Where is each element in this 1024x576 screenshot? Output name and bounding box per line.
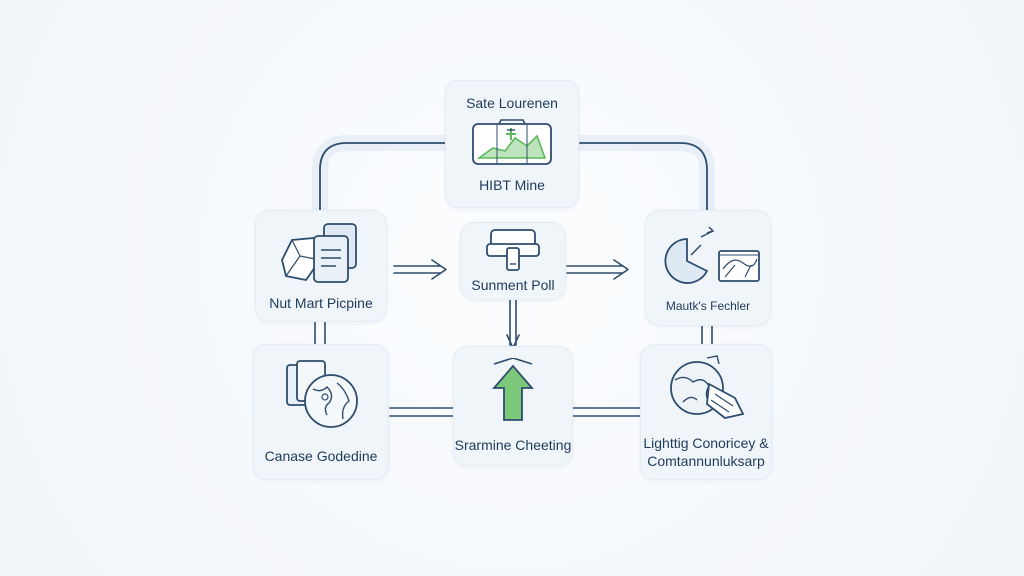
node-left-bottom[interactable]: Canase Godedine: [253, 344, 389, 480]
node-right-bottom-label-1: Lighttig Conoricey &: [643, 435, 769, 451]
node-right-top[interactable]: Mautk's Fechler: [645, 210, 771, 326]
node-center-top[interactable]: Sunment Poll: [460, 222, 566, 300]
connector-left-vertical: [314, 317, 326, 345]
node-left-bottom-label: Canase Godedine: [264, 448, 378, 464]
connector-left-to-center: [393, 259, 447, 280]
pie-chart-icon: [664, 226, 760, 284]
node-center-bottom[interactable]: Srarmine Cheeting: [453, 346, 573, 466]
node-top-title: Sate Lourenen: [466, 95, 558, 111]
globe-documents-icon: [286, 360, 358, 428]
node-left-top[interactable]: Nut Mart Picpine: [255, 210, 387, 322]
node-center-bottom-label: Srarmine Cheeting: [454, 437, 572, 453]
node-center-top-label: Sunment Poll: [471, 277, 555, 293]
connector-center-to-right: [566, 259, 629, 280]
up-arrow-icon: [492, 358, 534, 421]
node-right-bottom-label-2: Comtannunluksarp: [647, 453, 765, 469]
connector-top-loop: [319, 142, 708, 213]
map-mine-icon: [472, 119, 552, 165]
connector-bottom-right: [572, 407, 641, 417]
node-top[interactable]: Sate Lourenen HIBT Mine: [445, 80, 579, 208]
node-right-bottom[interactable]: Lighttig Conoricey & Comtannunluksarp: [640, 344, 772, 480]
connector-center-vertical: [506, 299, 520, 349]
node-right-top-label: Mautk's Fechler: [665, 299, 751, 313]
documents-icon: [281, 223, 357, 283]
globe-tool-icon: [670, 355, 745, 419]
node-left-top-label: Nut Mart Picpine: [269, 295, 373, 311]
device-icon: [486, 229, 540, 271]
node-top-label: HIBT Mine: [479, 177, 545, 193]
connector-bottom-left: [389, 407, 454, 417]
